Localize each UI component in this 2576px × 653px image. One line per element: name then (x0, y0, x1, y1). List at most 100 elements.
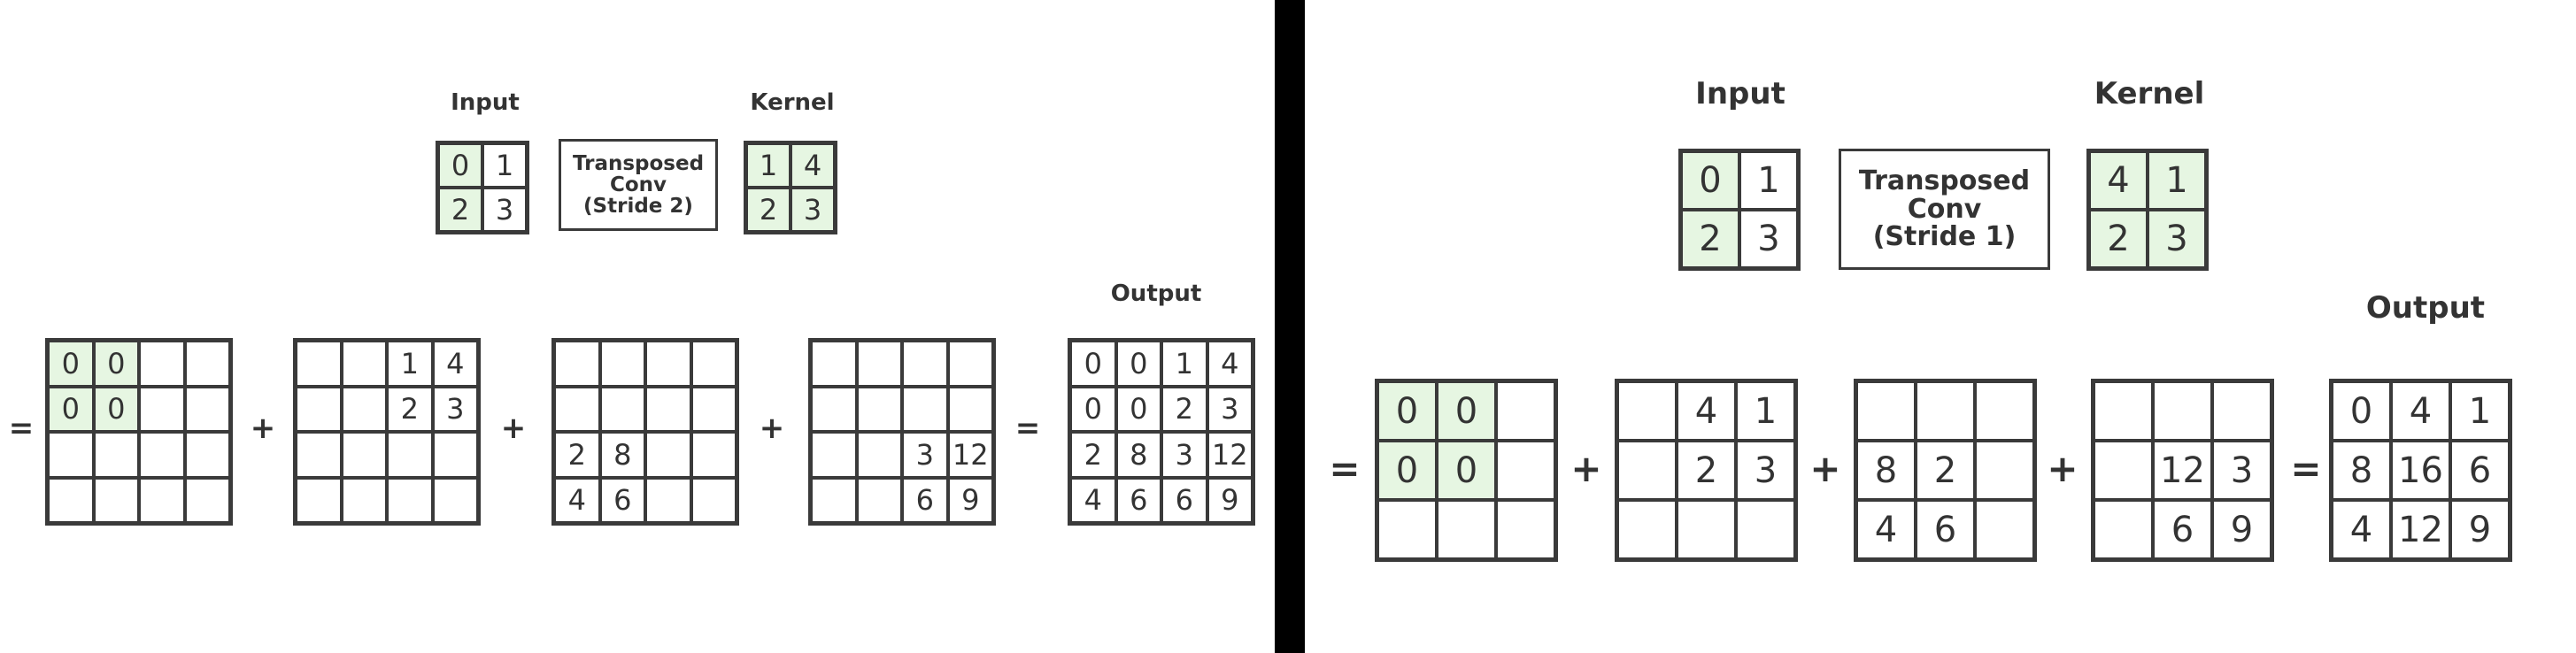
equals-sign: = (1329, 446, 1361, 490)
matrix-cell: 1 (1736, 381, 1795, 441)
matrix-cell: 3 (432, 386, 478, 432)
matrix-cell: 9 (2450, 500, 2510, 559)
matrix-cell: 6 (902, 477, 948, 523)
matrix-cell: 2 (1161, 386, 1207, 432)
matrix-cell: 2 (746, 188, 791, 232)
matrix-cell: 0 (1070, 386, 1116, 432)
matrix-cell (1617, 441, 1677, 500)
matrix-cell (432, 432, 478, 478)
matrix-cell: 6 (599, 477, 645, 523)
matrix-cell: 2 (2089, 210, 2148, 268)
plus-sign: + (759, 410, 785, 446)
matrix-cell (811, 386, 857, 432)
matrix-cell (2094, 500, 2153, 559)
matrix-cell (341, 432, 387, 478)
matrix-cell (1617, 381, 1677, 441)
transposed-conv-box-line: Conv (1907, 193, 1982, 225)
matrix-cell: 0 (2332, 381, 2391, 441)
input-label: Input (451, 89, 520, 117)
transposed-conv-box-line: Transposed (1858, 165, 2031, 197)
matrix-cell (690, 432, 737, 478)
matrix-cell (93, 432, 139, 478)
matrix-cell (2094, 441, 2153, 500)
matrix-cell: 1 (387, 341, 433, 387)
matrix-cell: 6 (2450, 441, 2510, 500)
matrix-cell (432, 477, 478, 523)
matrix-cell: 8 (2332, 441, 2391, 500)
matrix-cell: 4 (432, 341, 478, 387)
equals-sign: = (2290, 446, 2322, 490)
matrix-cell: 4 (2391, 381, 2450, 441)
matrix-cell: 4 (1856, 500, 1916, 559)
matrix-cell: 1 (1739, 151, 1798, 210)
matrix-cell (1437, 500, 1496, 559)
matrix-cell (947, 386, 993, 432)
matrix-cell (811, 341, 857, 387)
kernel-label: Kernel (2094, 75, 2205, 111)
matrix-cell (2153, 381, 2212, 441)
matrix-cell (856, 477, 902, 523)
matrix-cell (184, 341, 230, 387)
matrix-cell (554, 341, 600, 387)
plus-sign: + (1570, 446, 1602, 490)
matrix-cell (184, 386, 230, 432)
matrix-cell (2212, 381, 2271, 441)
matrix-cell (902, 386, 948, 432)
matrix-cell: 12 (947, 432, 993, 478)
plus-sign: + (2047, 446, 2079, 490)
matrix-cell (1975, 500, 2034, 559)
matrix-cell (690, 341, 737, 387)
equals-sign: = (8, 410, 35, 446)
matrix-cell: 2 (1677, 441, 1736, 500)
matrix-cell (856, 386, 902, 432)
matrix-cell (811, 432, 857, 478)
matrix-cell: 1 (482, 143, 527, 188)
matrix-cell: 0 (93, 386, 139, 432)
matrix-cell (1496, 381, 1555, 441)
matrix-cell: 9 (1207, 477, 1253, 523)
output-label: Output (2365, 289, 2486, 326)
matrix-cell: 0 (93, 341, 139, 387)
matrix-cell: 3 (791, 188, 835, 232)
matrix-cell: 8 (599, 432, 645, 478)
matrix-cell (139, 341, 185, 387)
matrix-cell: 1 (2148, 151, 2206, 210)
matrix-cell: 0 (1377, 441, 1437, 500)
matrix-cell (1856, 381, 1916, 441)
panel-divider (1275, 0, 1305, 653)
matrix-cell: 9 (2212, 500, 2271, 559)
matrix-cell: 1 (1161, 341, 1207, 387)
plus-sign: + (1809, 446, 1841, 490)
matrix-cell (387, 432, 433, 478)
matrix-cell (1617, 500, 1677, 559)
matrix-cell (554, 386, 600, 432)
matrix-cell (341, 477, 387, 523)
transposed-conv-box-line: Transposed (572, 151, 705, 175)
matrix-cell (184, 477, 230, 523)
transposed-conv-box-line: (Stride 1) (1872, 221, 2017, 253)
matrix-cell (856, 432, 902, 478)
matrix-cell: 3 (1207, 386, 1253, 432)
matrix-cell: 3 (482, 188, 527, 232)
matrix-cell (856, 341, 902, 387)
matrix-cell (947, 341, 993, 387)
matrix-cell: 2 (387, 386, 433, 432)
matrix-cell: 4 (1207, 341, 1253, 387)
matrix-cell (48, 432, 94, 478)
matrix-cell: 4 (554, 477, 600, 523)
matrix-cell (902, 341, 948, 387)
matrix-cell (387, 477, 433, 523)
matrix-cell: 2 (1070, 432, 1116, 478)
matrix-cell (184, 432, 230, 478)
matrix-cell: 3 (1161, 432, 1207, 478)
matrix-cell (1677, 500, 1736, 559)
